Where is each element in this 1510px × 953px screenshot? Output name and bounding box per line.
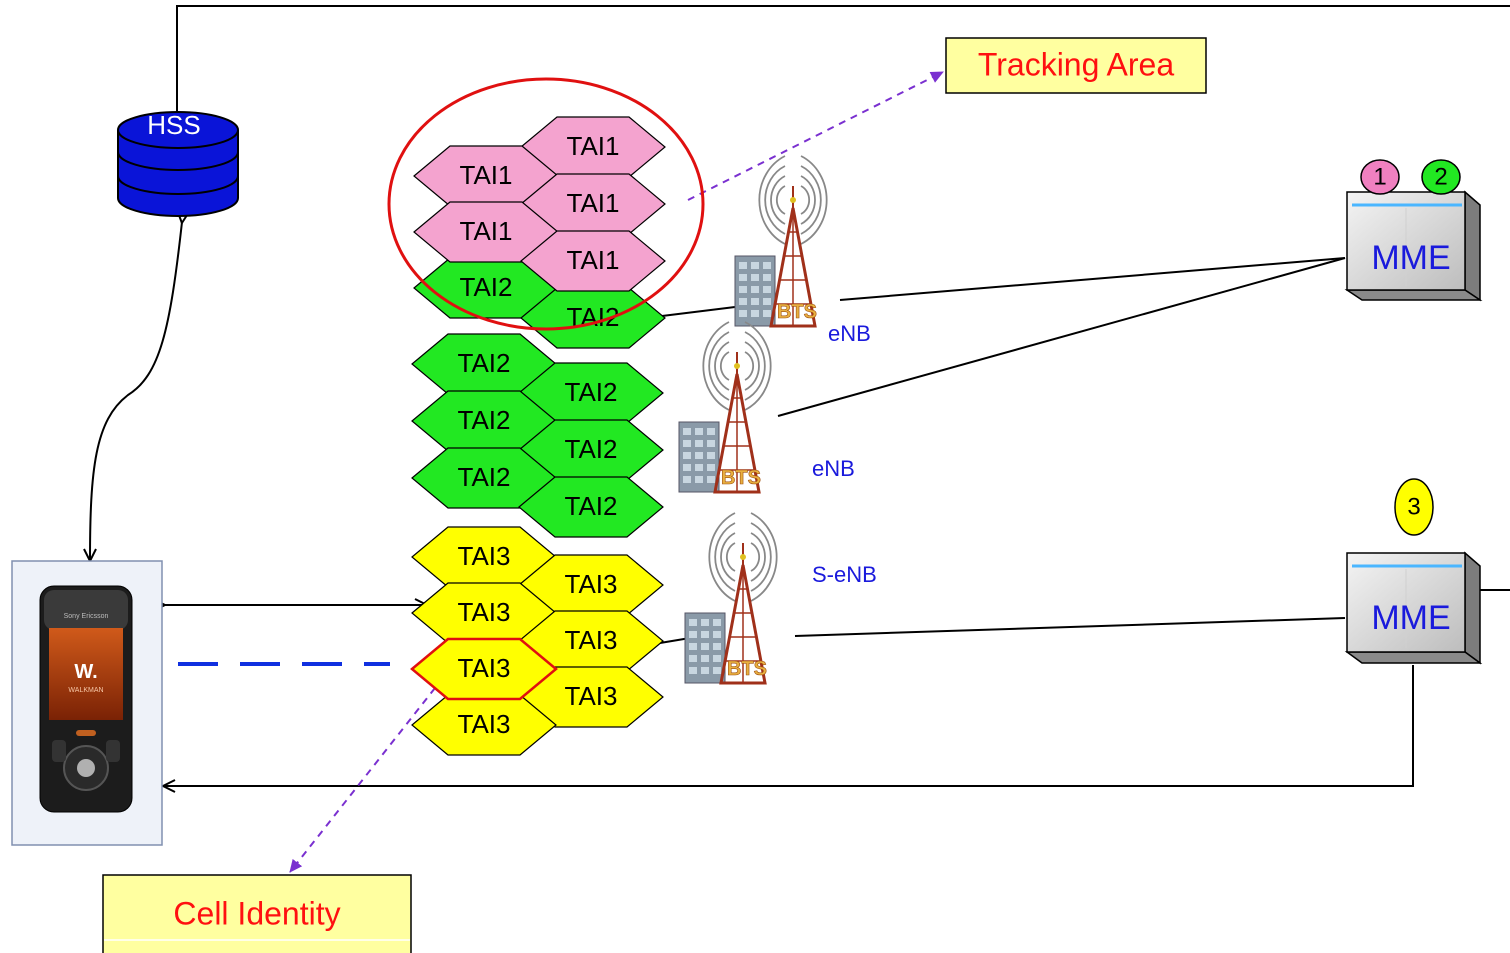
- cell-grid: TAI2TAI2TAI1TAI1TAI1TAI1TAI1TAI2TAI2TAI2…: [410, 116, 666, 756]
- hex-cell-label: TAI2: [458, 405, 511, 435]
- hex-cell-label: TAI3: [458, 541, 511, 571]
- hex-cell[interactable]: TAI3: [410, 637, 558, 701]
- hex-cell-label: TAI2: [565, 377, 618, 407]
- tracking-area-pointer: [687, 71, 944, 201]
- hss-ue-double-arrow: [90, 222, 182, 560]
- hex-cell[interactable]: TAI2: [518, 476, 664, 538]
- hex-cell-label: TAI3: [565, 625, 618, 655]
- hex-cell[interactable]: TAI1: [520, 173, 666, 235]
- hex-cell-label: TAI3: [458, 709, 511, 739]
- hex-cell[interactable]: TAI3: [411, 582, 557, 644]
- hex-cell[interactable]: TAI1: [520, 116, 666, 178]
- hex-cell[interactable]: TAI1: [413, 201, 559, 263]
- hex-cell[interactable]: TAI2: [411, 390, 557, 452]
- svg-text:BTS: BTS: [721, 467, 761, 489]
- mme-badge-1-label: 1: [1373, 163, 1386, 190]
- hex-cell-label: TAI1: [567, 188, 620, 218]
- connection-lines: [90, 5, 1510, 873]
- hex-cell-shape: [520, 230, 666, 292]
- hex-cell-label: TAI3: [565, 681, 618, 711]
- hex-cell[interactable]: TAI1: [520, 230, 666, 292]
- enb2-to-mme1-line: [777, 257, 1346, 417]
- mme-to-ue-line: [164, 665, 1414, 786]
- enb-label-3: S-eNB: [812, 562, 877, 587]
- hex-cell-label: TAI1: [567, 245, 620, 275]
- ue-phone-image[interactable]: Sony Ericsson W. WALKMAN: [11, 560, 163, 846]
- hex-cell-shape: [518, 476, 664, 538]
- hex-cell[interactable]: TAI3: [411, 526, 557, 588]
- hex-cell-label: TAI1: [460, 216, 513, 246]
- hex-cell-label: TAI2: [565, 434, 618, 464]
- svg-text:BTS: BTS: [777, 301, 817, 323]
- enb1-to-mme1-line: [839, 257, 1346, 301]
- hex-cell-label: TAI1: [567, 131, 620, 161]
- hex-cell[interactable]: TAI3: [518, 666, 664, 728]
- tracking-area-label: Tracking Area: [978, 46, 1174, 82]
- phone-logo-text: WALKMAN: [68, 687, 103, 694]
- mme-badge-2: [1421, 159, 1461, 195]
- bts-towers: BTS BTS BTS: [678, 155, 828, 685]
- tracking-area-ellipse: [387, 77, 705, 331]
- bts-tower-icon: BTS: [684, 512, 778, 685]
- bts-tower-icon: BTS: [678, 321, 772, 494]
- cell-identity-pointer: [289, 687, 436, 873]
- svg-text:BTS: BTS: [727, 658, 767, 680]
- hex-cell-label: TAI1: [460, 160, 513, 190]
- mme-bottom-label: MME: [1371, 599, 1450, 637]
- enb-label-2: eNB: [812, 456, 855, 481]
- cell-identity-label: Cell Identity: [173, 895, 340, 931]
- hex-cell-label: TAI2: [458, 462, 511, 492]
- mme-badge-1: [1360, 159, 1400, 195]
- mme-badge-3-label: 3: [1407, 493, 1420, 520]
- enb3-to-mme2-line: [794, 617, 1346, 637]
- enb-label-1: eNB: [828, 321, 871, 346]
- cell-identity-callout: Cell Identity: [102, 874, 412, 953]
- hss-label: HSS: [147, 110, 200, 140]
- hex-cell-label: TAI3: [458, 597, 511, 627]
- hex-cell[interactable]: TAI2: [518, 362, 664, 424]
- hex-cell-label: TAI2: [460, 272, 513, 302]
- hex-cell-label: TAI3: [458, 653, 511, 683]
- hex-cell[interactable]: TAI3: [518, 610, 664, 672]
- mme-badge-3: [1394, 478, 1434, 536]
- mme-badge-2-label: 2: [1434, 163, 1447, 190]
- hex-cell-label: TAI2: [565, 491, 618, 521]
- mme-bottom-box[interactable]: MME: [1344, 551, 1483, 665]
- hss-database-icon: HSS: [117, 110, 239, 217]
- cell-to-enb1-line: [661, 306, 736, 317]
- phone-brand: Sony Ericsson: [64, 613, 109, 620]
- mme-top-box[interactable]: MME: [1344, 190, 1483, 302]
- walkman-logo-icon: W.: [74, 661, 97, 683]
- mme-top-label: MME: [1371, 239, 1450, 277]
- bts-tower-icon: BTS: [734, 155, 828, 328]
- hex-cell[interactable]: TAI1: [413, 145, 559, 207]
- hex-cell-label: TAI3: [565, 569, 618, 599]
- tracking-area-callout: Tracking Area: [945, 37, 1207, 94]
- hex-cell-label: TAI2: [458, 348, 511, 378]
- hss-top-link: [176, 5, 1510, 120]
- hex-cell-shape: [410, 637, 558, 701]
